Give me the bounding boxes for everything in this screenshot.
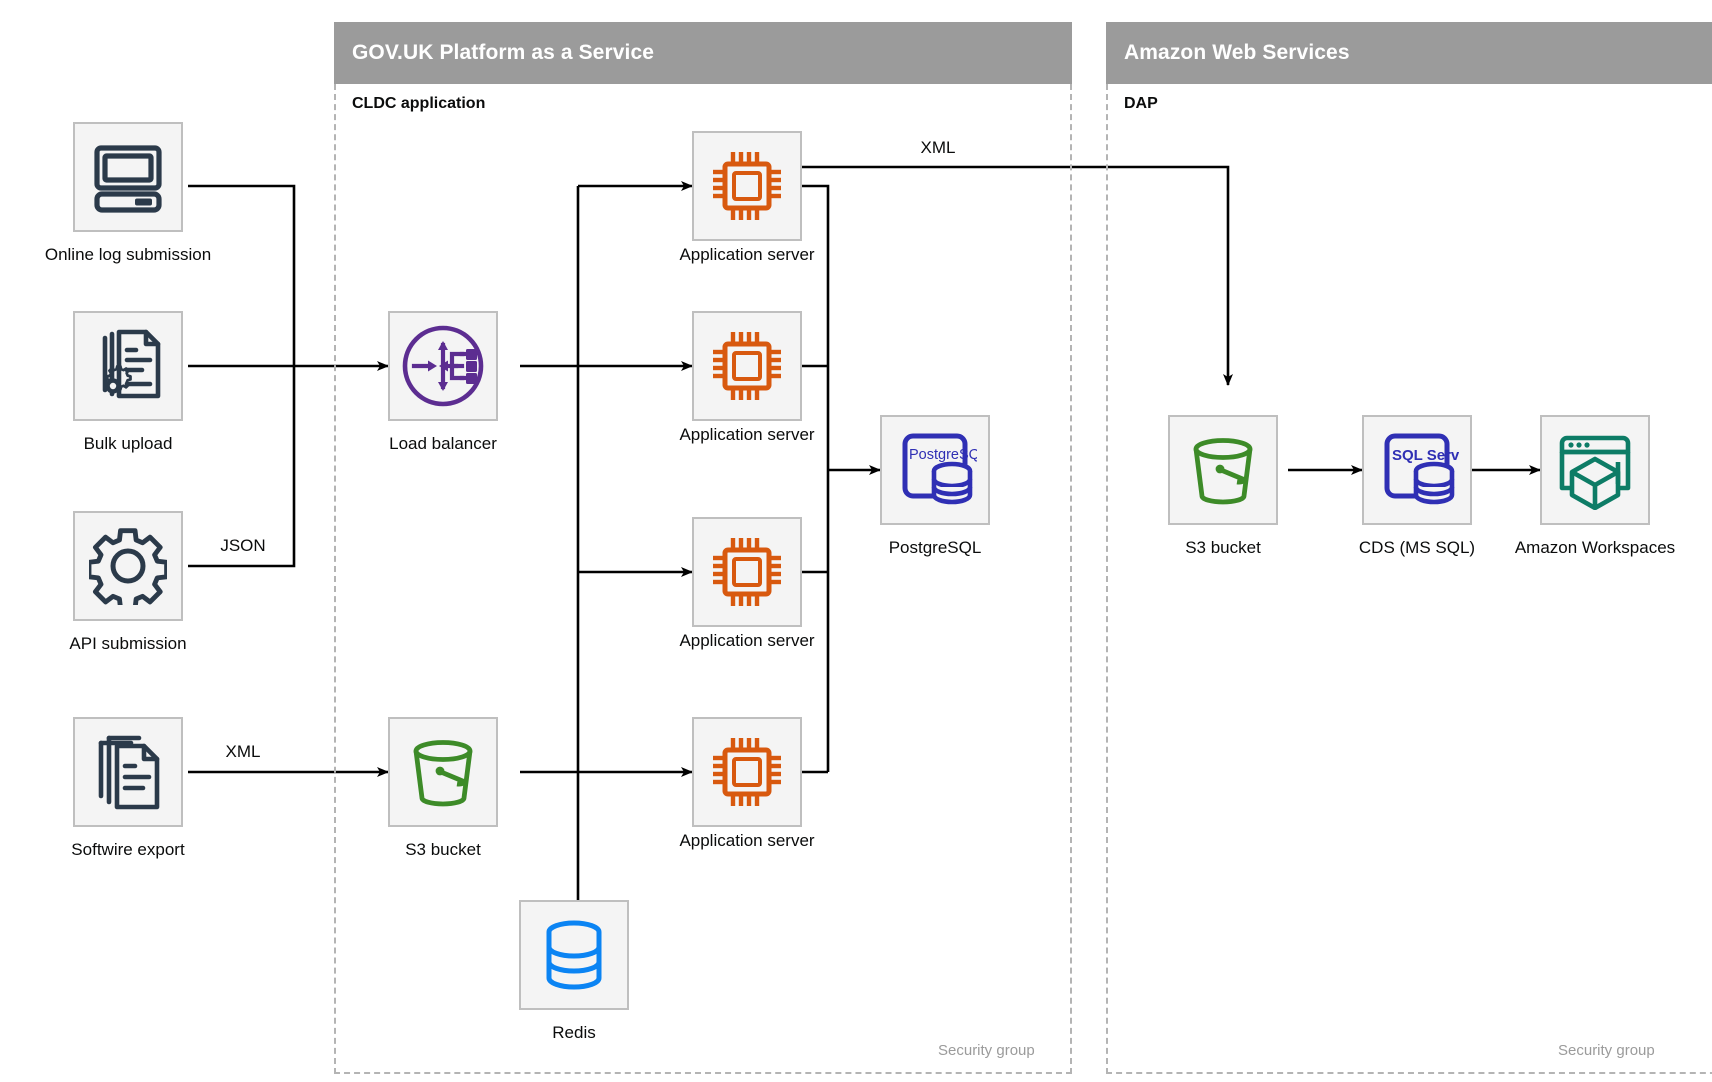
zone-header-aws-label: Amazon Web Services <box>1124 41 1350 64</box>
node-amazon-workspaces[interactable] <box>1540 415 1650 525</box>
node-label-amazon-workspaces: Amazon Workspaces <box>1514 538 1676 557</box>
load-balancer-icon <box>402 325 484 407</box>
edge-label-json: JSON <box>216 536 270 556</box>
zone-sublabel-dap: DAP <box>1124 95 1158 112</box>
edge-api-to-lb <box>188 366 296 568</box>
edge-online-log-to-lb <box>188 184 296 366</box>
node-online-log-submission[interactable] <box>73 122 183 232</box>
document-gear-icon <box>102 329 161 399</box>
zone-body-paas <box>334 84 1072 1074</box>
postgresql-database-icon: PostgreSQL <box>902 433 977 505</box>
sql-server-badge-text: SQL Server <box>1392 447 1459 464</box>
node-app-server-1[interactable] <box>692 131 802 241</box>
workspaces-cube-icon <box>1559 435 1631 510</box>
zone-header-paas: GOV.UK Platform as a Service <box>334 22 1072 84</box>
node-s3-bucket-paas[interactable] <box>388 717 498 827</box>
node-label-app-server-3: Application server <box>679 631 815 650</box>
node-s3-bucket-aws[interactable] <box>1168 415 1278 525</box>
node-label-load-balancer: Load balancer <box>389 434 497 453</box>
zone-footnote-paas: Security group <box>938 1042 1035 1059</box>
cpu-chip-icon <box>713 152 781 220</box>
cpu-chip-icon <box>713 738 781 806</box>
postgresql-badge-text: PostgreSQL <box>909 447 977 463</box>
node-label-app-server-1: Application server <box>679 245 815 264</box>
desktop-computer-icon <box>94 145 162 213</box>
cpu-chip-icon <box>713 538 781 606</box>
edge-label-xml-export: XML <box>916 138 960 158</box>
node-label-online-log-submission: Online log submission <box>44 245 212 264</box>
node-load-balancer[interactable] <box>388 311 498 421</box>
node-app-server-3[interactable] <box>692 517 802 627</box>
node-app-server-2[interactable] <box>692 311 802 421</box>
edge-label-xml-source: XML <box>221 742 265 762</box>
node-label-s3-bucket-paas: S3 bucket <box>405 840 481 859</box>
node-label-redis: Redis <box>552 1023 596 1042</box>
node-postgresql[interactable]: PostgreSQL <box>880 415 990 525</box>
zone-body-aws <box>1106 84 1712 1074</box>
node-label-app-server-4: Application server <box>679 831 815 850</box>
node-app-server-4[interactable] <box>692 717 802 827</box>
node-bulk-upload[interactable] <box>73 311 183 421</box>
document-stack-icon <box>98 735 160 810</box>
zone-header-paas-label: GOV.UK Platform as a Service <box>352 41 654 64</box>
node-label-s3-bucket-aws: S3 bucket <box>1185 538 1261 557</box>
zone-header-aws: Amazon Web Services <box>1106 22 1712 84</box>
cpu-chip-icon <box>713 332 781 400</box>
zone-sublabel-cldc: CLDC application <box>352 95 486 112</box>
edge-app1-to-aws-s3 <box>766 165 1233 386</box>
node-label-softwire-export: Softwire export <box>71 840 185 859</box>
bucket-icon <box>413 740 473 807</box>
node-label-app-server-2: Application server <box>679 425 815 444</box>
node-label-postgresql: PostgreSQL <box>888 538 982 557</box>
gear-icon <box>89 528 167 605</box>
node-softwire-export[interactable] <box>73 717 183 827</box>
sql-server-database-icon: SQL Server <box>1384 433 1459 505</box>
node-api-submission[interactable] <box>73 511 183 621</box>
bucket-icon <box>1193 438 1253 505</box>
node-label-bulk-upload: Bulk upload <box>83 434 173 453</box>
database-cylinder-icon <box>546 920 602 990</box>
node-label-api-submission: API submission <box>69 634 187 653</box>
node-label-cds-ms-sql: CDS (MS SQL) <box>1358 538 1476 557</box>
node-redis[interactable] <box>519 900 629 1010</box>
node-cds-ms-sql[interactable]: SQL Server <box>1362 415 1472 525</box>
zone-footnote-aws: Security group <box>1558 1042 1655 1059</box>
